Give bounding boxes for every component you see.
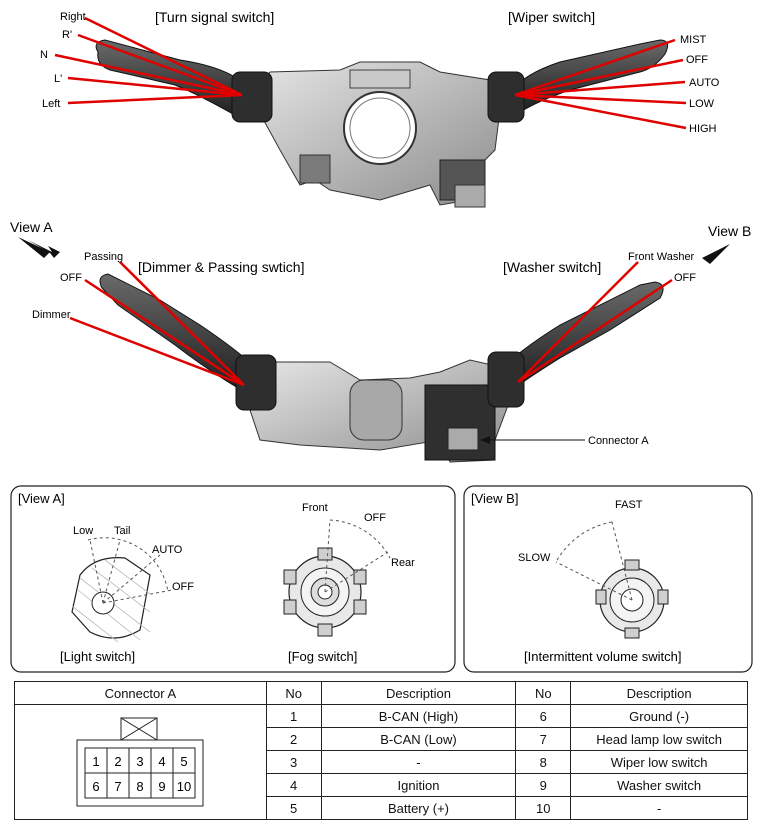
wiper-label-high: HIGH: [689, 123, 717, 135]
view-a-panel: [10, 485, 456, 673]
view-a-panel-title: [View A]: [18, 491, 65, 506]
connector-a-label: Connector A: [588, 435, 649, 447]
fast-label: FAST: [615, 499, 643, 511]
cell-description: B-CAN (High): [320, 704, 517, 728]
view-a-arrow-head: [18, 237, 50, 258]
fog-switch-caption: [Fog switch]: [288, 649, 357, 664]
header-no-1: No: [265, 681, 322, 705]
cell-no: 1: [265, 704, 322, 728]
connector-pinout: 1 2 3 4 5 6 7 8 9 10: [14, 704, 267, 820]
connector-a-table: Connector A No Description No Descriptio…: [14, 681, 748, 820]
pin-3: 3: [137, 754, 144, 769]
pin-1: 1: [93, 754, 100, 769]
light-label-auto: AUTO: [152, 544, 183, 556]
front-washer-label: Front Washer: [628, 251, 695, 263]
view-a-label: View A: [10, 219, 53, 235]
turn-label-right: Right: [60, 11, 86, 23]
dimmer-leader-lines: [69, 261, 245, 387]
fog-switch-drawing: [283, 519, 391, 637]
cell-description: Ignition: [320, 773, 517, 797]
view-a-arrow-icon: [28, 240, 60, 258]
pin-6: 6: [93, 779, 100, 794]
cell-description: Head lamp low switch: [570, 727, 748, 751]
diagram-canvas: [Turn signal switch] [Wiper switch] Righ…: [10, 9, 753, 673]
table-header-row: Connector A No Description No Descriptio…: [14, 681, 748, 705]
off-right-label: OFF: [674, 272, 696, 284]
pin-8: 8: [137, 779, 144, 794]
pin-5: 5: [181, 754, 188, 769]
dimmer-label: Dimmer: [32, 309, 71, 321]
washer-title: [Washer switch]: [503, 259, 601, 275]
table-row: 5 Battery (+) 10 -: [15, 796, 748, 820]
passing-label: Passing: [84, 251, 123, 263]
cell-no: 3: [265, 750, 322, 774]
light-label-off: OFF: [172, 581, 194, 593]
header-no-2: No: [515, 681, 572, 705]
wiper-title: [Wiper switch]: [508, 9, 595, 25]
light-switch-drawing: [71, 537, 173, 643]
cell-no: 5: [265, 796, 322, 820]
wiper-label-off: OFF: [686, 54, 708, 66]
fog-label-front: Front: [302, 502, 328, 514]
cell-no: 4: [265, 773, 322, 797]
turn-label-l-prime: L': [54, 73, 62, 85]
turn-label-r-prime: R': [62, 29, 72, 41]
fog-label-rear: Rear: [391, 557, 415, 569]
intermittent-switch-drawing: [555, 521, 669, 639]
cell-description: B-CAN (Low): [320, 727, 517, 751]
pin-2: 2: [115, 754, 122, 769]
table-row: 2 B-CAN (Low) 7 Head lamp low switch: [15, 727, 748, 751]
connector-pinout-drawing: 1 2 3 4 5 6 7 8 9 10: [76, 717, 204, 807]
cell-no: 10: [515, 796, 572, 820]
cell-no: 2: [265, 727, 322, 751]
turn-label-left: Left: [42, 98, 60, 110]
wiper-leader-lines: [514, 38, 687, 130]
top-switch-assembly: [95, 39, 669, 208]
turn-label-n: N: [40, 49, 48, 61]
wiper-label-mist: MIST: [680, 34, 707, 46]
pin-4: 4: [159, 754, 166, 769]
fog-label-off: OFF: [364, 512, 386, 524]
header-description-1: Description: [320, 681, 517, 705]
header-description-2: Description: [570, 681, 748, 705]
cell-description: Washer switch: [570, 773, 748, 797]
light-switch-caption: [Light switch]: [60, 649, 135, 664]
middle-switch-assembly: [99, 273, 664, 463]
view-b-label: View B: [708, 223, 751, 239]
cell-no: 8: [515, 750, 572, 774]
connector-a-arrow-icon: [480, 436, 490, 444]
turn-signal-title: [Turn signal switch]: [155, 9, 274, 25]
cell-no: 6: [515, 704, 572, 728]
cell-no: 9: [515, 773, 572, 797]
wiper-label-low: LOW: [689, 98, 715, 110]
pin-9: 9: [159, 779, 166, 794]
view-b-panel-title: [View B]: [471, 491, 518, 506]
wiper-label-auto: AUTO: [689, 77, 720, 89]
light-label-low: Low: [73, 525, 93, 537]
cell-no: 7: [515, 727, 572, 751]
slow-label: SLOW: [518, 552, 551, 564]
pin-7: 7: [115, 779, 122, 794]
header-connector: Connector A: [14, 681, 267, 705]
cell-description: -: [320, 750, 517, 774]
intermittent-switch-caption: [Intermittent volume switch]: [524, 649, 682, 664]
cell-description: Battery (+): [320, 796, 517, 820]
pin-10: 10: [177, 779, 191, 794]
cell-description: Ground (-): [570, 704, 748, 728]
view-b-arrow-icon: [702, 244, 730, 264]
cell-description: -: [570, 796, 748, 820]
turn-leader-lines: [54, 16, 243, 105]
off-left-label: OFF: [60, 272, 82, 284]
washer-leader-lines: [517, 261, 673, 384]
dimmer-passing-title: [Dimmer & Passing swtich]: [138, 259, 304, 275]
table-row: 1 2 3 4 5 6 7 8 9 10 1 B-CAN (High) 6 Gr…: [14, 704, 748, 820]
table-row: 3 - 8 Wiper low switch: [15, 750, 748, 774]
cell-description: Wiper low switch: [570, 750, 748, 774]
light-label-tail: Tail: [114, 525, 131, 537]
